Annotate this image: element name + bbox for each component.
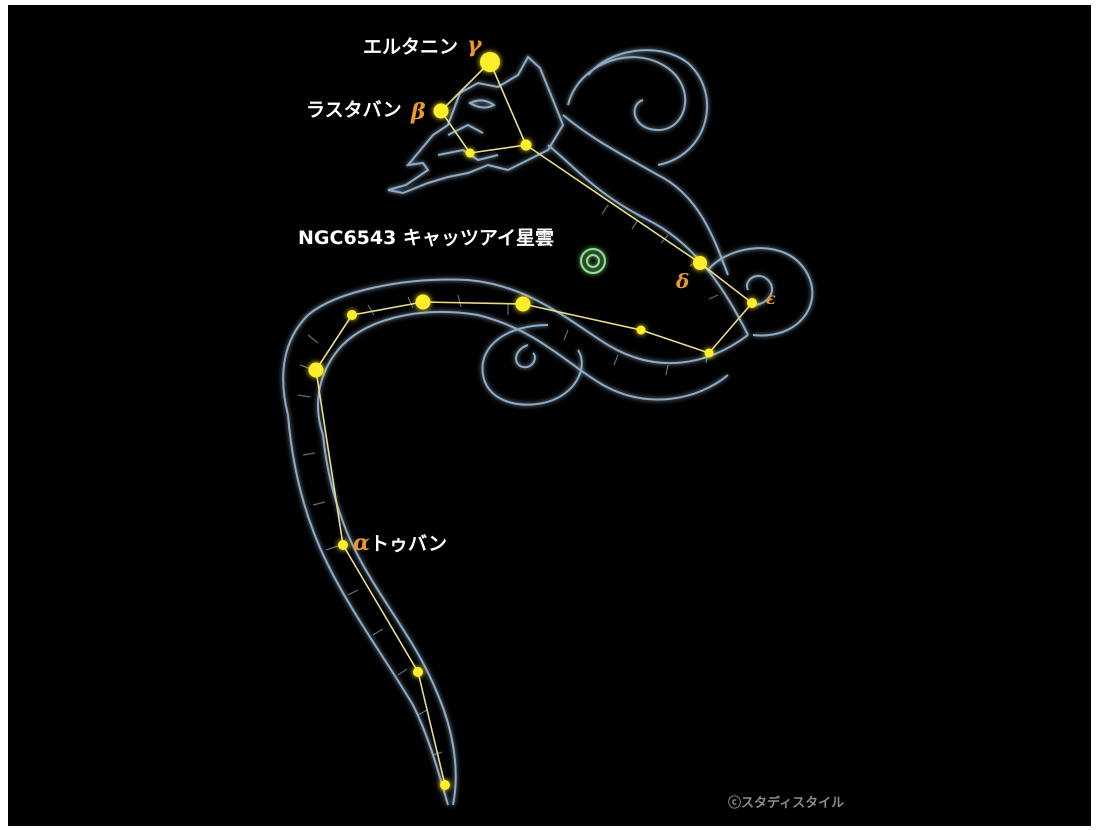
label-gamma-name: エルタニン	[363, 36, 458, 58]
star-nu	[466, 149, 475, 158]
star-xi	[521, 140, 532, 151]
constellation-lines	[316, 62, 752, 785]
star-epsilon	[747, 298, 757, 308]
star-lambda	[440, 780, 450, 790]
star-iota	[309, 363, 324, 378]
star-kappa	[413, 667, 423, 677]
label-delta-symbol: δ	[675, 269, 689, 293]
line-pi-chi	[641, 330, 709, 353]
label-gamma-symbol: γ	[467, 32, 483, 58]
dragon-curl-middle-inner	[516, 345, 535, 367]
label-alpha-name: トゥバン	[370, 533, 447, 555]
star-chi	[637, 326, 646, 335]
dragon-curl-top	[568, 57, 685, 130]
star-pi	[705, 349, 714, 358]
star-zeta	[516, 297, 531, 312]
dragon-tail-left	[288, 415, 448, 805]
label-alpha-symbol: α	[353, 530, 370, 556]
line-gamma-beta	[441, 62, 490, 111]
dragon-outline	[283, 50, 812, 805]
dragon-neck	[548, 145, 748, 335]
stars	[309, 52, 758, 790]
credit-text: ⓒスタディスタイル	[728, 795, 844, 811]
line-iota-alpha	[316, 370, 343, 545]
line-kappa-lambda	[418, 672, 445, 785]
label-nebula: NGC6543 キャッツアイ星雲	[298, 227, 554, 249]
star-theta	[347, 310, 357, 320]
dragon-curl-top-inner	[588, 50, 707, 165]
label-beta-name: ラスタバン	[306, 99, 402, 121]
line-zeta-eta	[423, 302, 523, 304]
star-alpha	[338, 540, 348, 550]
constellation-chart: エルタニン γ ラスタバン β NGC6543 キャッツアイ星雲 δ ε α ト…	[8, 5, 1091, 826]
line-beta-nu	[441, 111, 470, 153]
star-delta	[693, 256, 707, 270]
line-gamma-xi	[490, 62, 526, 145]
star-eta	[416, 295, 431, 310]
label-beta-symbol: β	[410, 99, 426, 125]
draco-constellation-svg: エルタニン γ ラスタバン β NGC6543 キャッツアイ星雲 δ ε α ト…	[8, 5, 1091, 826]
star-gamma	[480, 52, 500, 72]
dragon-eye	[470, 100, 494, 107]
line-nu-xi	[470, 145, 526, 153]
dragon-body-upper	[283, 280, 748, 415]
label-epsilon-symbol: ε	[766, 289, 776, 308]
cats-eye-nebula-icon	[581, 249, 605, 273]
star-beta	[434, 104, 449, 119]
